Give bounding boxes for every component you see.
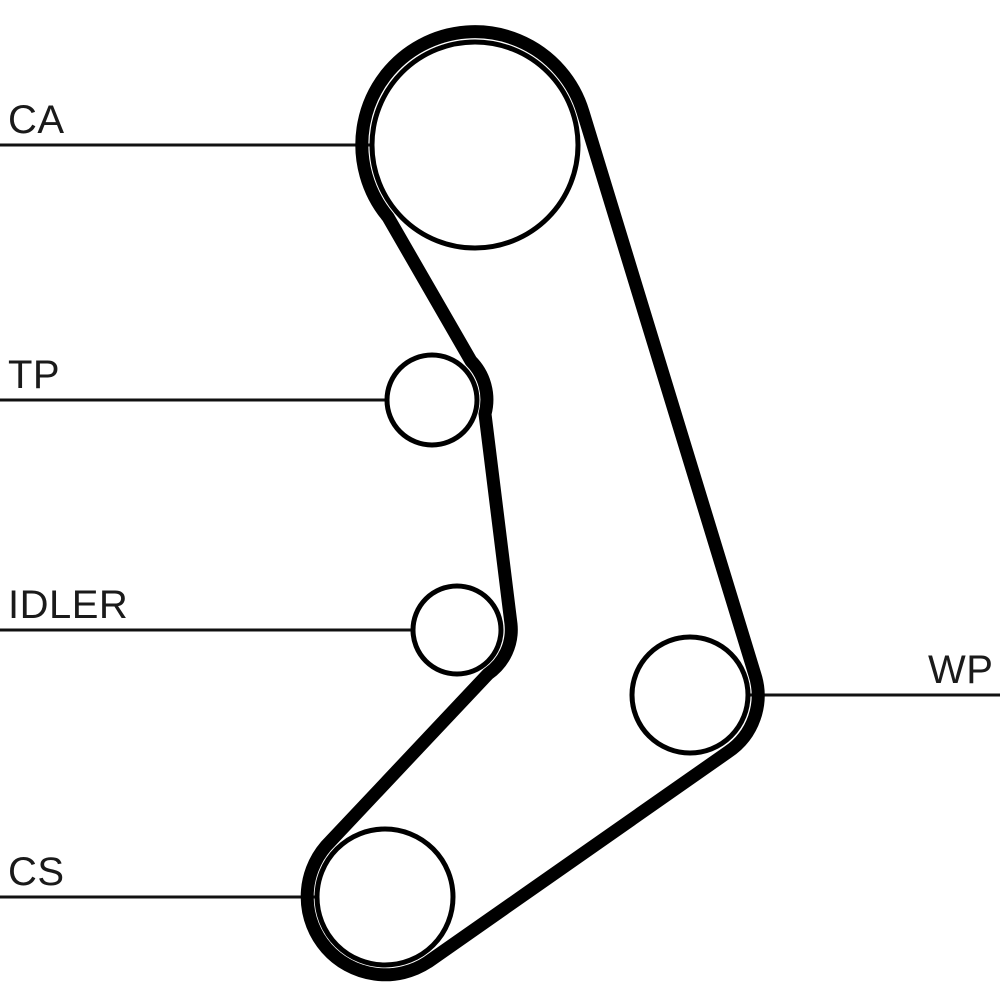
pulley-tp xyxy=(384,352,480,448)
label-tp: TP xyxy=(8,353,61,397)
label-idler: IDLER xyxy=(8,583,129,627)
timing-belt xyxy=(300,25,765,982)
label-wp: WP xyxy=(928,648,994,692)
pulleys xyxy=(314,39,751,968)
pulley-idler xyxy=(410,583,504,677)
pulley-cs xyxy=(314,826,456,968)
pulley-ca xyxy=(369,39,581,251)
label-cs: CS xyxy=(8,850,65,894)
label-ca: CA xyxy=(8,98,65,142)
pulley-wp xyxy=(629,634,751,756)
